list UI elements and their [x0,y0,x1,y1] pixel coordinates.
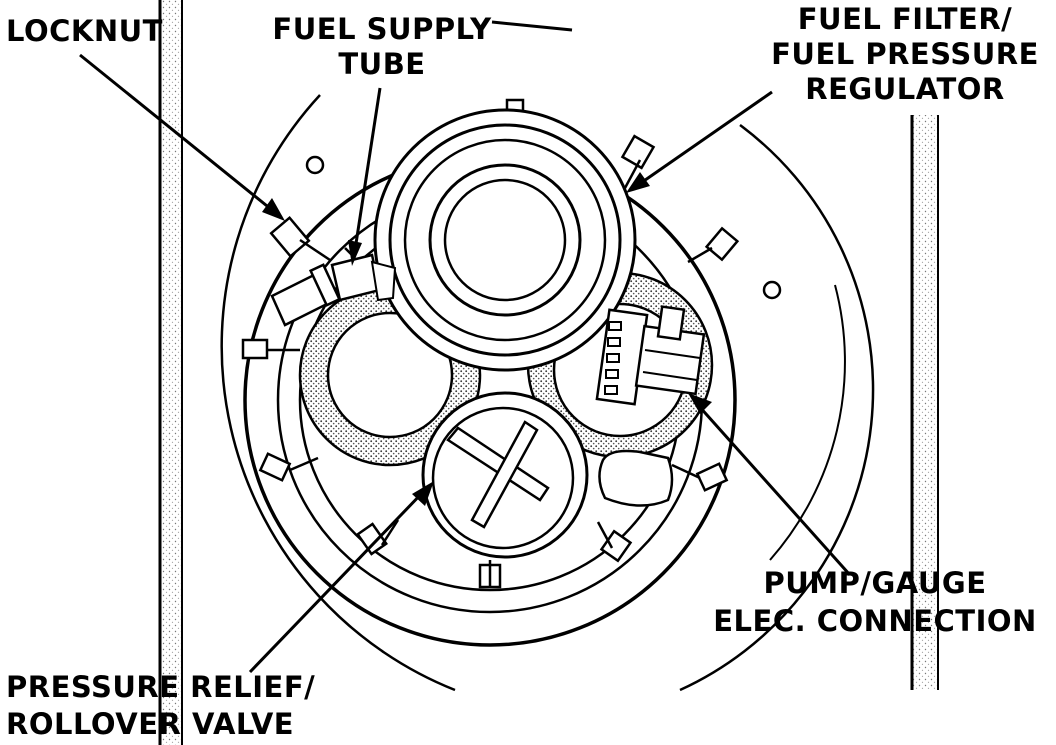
fuel-filter-regulator-label: FUEL FILTER/ FUEL PRESSURE REGULATOR [770,4,1040,105]
pressure-relief-valve-label-line2: ROLLOVER VALVE [6,707,295,741]
electrical-connector [595,305,706,406]
mounting-hole [305,155,325,175]
pressure-relief-valve-label-line1: PRESSURE RELIEF/ [6,670,316,704]
fuel-supply-tube-label-line1: FUEL SUPPLY [272,12,492,46]
mounting-hole [762,280,782,300]
arrow-heads [262,172,712,506]
pressure-relief-valve-label: PRESSURE RELIEF/ ROLLOVER VALVE [6,672,315,740]
left-tank-wall [158,0,183,745]
fuel-filter-regulator-label-line3: REGULATOR [805,72,1005,106]
leader-lines [79,20,852,674]
outer-tank-arc [220,94,456,692]
fuel-filter-regulator-label-line2: FUEL PRESSURE [771,37,1039,71]
right-tank-wall [910,115,939,690]
pump-gauge-connection-label: PUMP/GAUGE ELEC. CONNECTION [710,568,1040,637]
locknut-label: LOCKNUT [6,14,163,48]
fuel-supply-tube [270,247,397,327]
fuel-supply-tube-label: FUEL SUPPLY TUBE [262,14,502,80]
fuel-supply-tube-label-line2: TUBE [338,47,426,81]
pump-gauge-connection-label-line1: PUMP/GAUGE [763,566,987,600]
pump-gauge-connection-label-line2: ELEC. CONNECTION [713,604,1037,638]
fuel-filter-regulator [373,108,637,372]
pressure-relief-valve [421,391,589,559]
fuel-filter-regulator-label-line1: FUEL FILTER/ [797,2,1013,36]
drain-slot [598,449,674,507]
outer-tank-arc-right [679,123,875,692]
